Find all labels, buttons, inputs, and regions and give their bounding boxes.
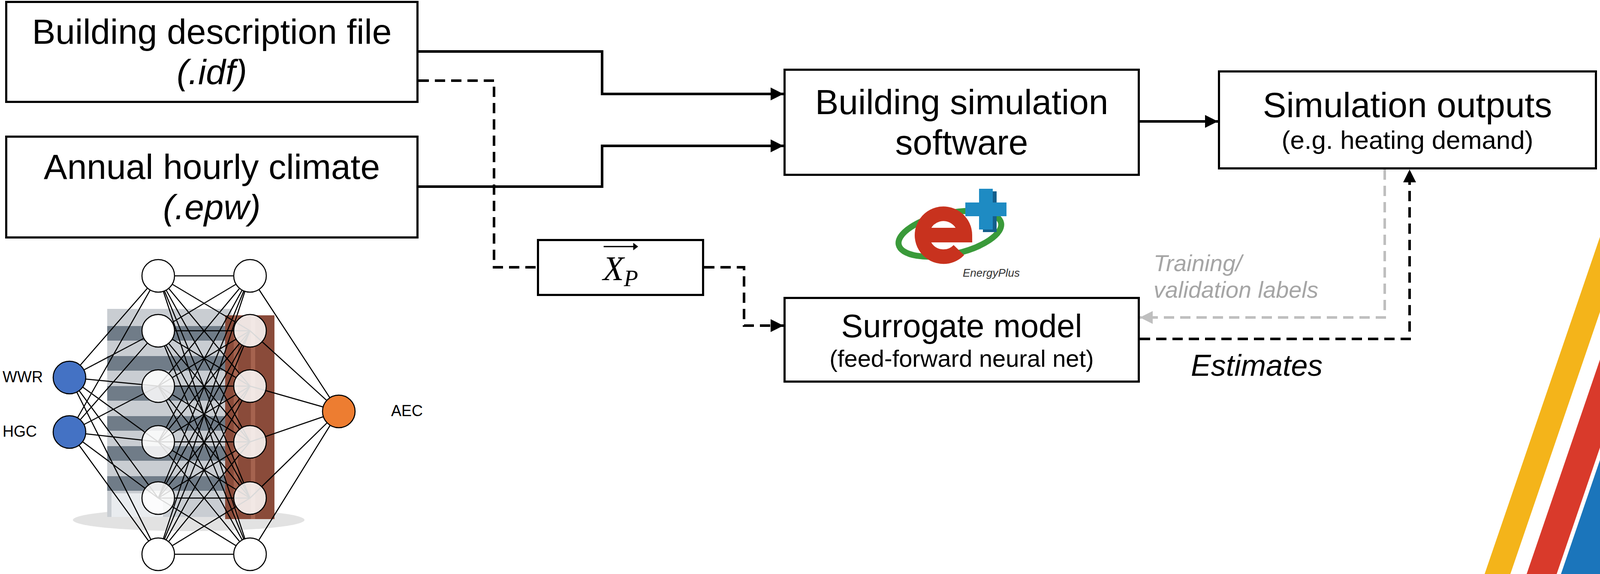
node-title: Building description file [32, 11, 392, 52]
logo-caption: EnergyPlus [962, 266, 1020, 280]
connector [1139, 120, 1218, 123]
node-subtitle: (feed-forward neural net) [829, 344, 1094, 373]
hidden-neuron [233, 259, 267, 293]
node-subtitle: (.epw) [162, 186, 261, 228]
hidden-neuron [233, 314, 267, 347]
hidden-neuron [141, 369, 175, 403]
hidden-neuron [141, 314, 175, 347]
node-subtitle: (e.g. heating demand) [1281, 125, 1534, 155]
hidden-neuron [141, 537, 175, 571]
input-name: HGC [2, 422, 37, 440]
hidden-neuron [233, 481, 267, 515]
network-neurons [53, 259, 356, 571]
input-name: WWR [2, 367, 43, 386]
energyplus-logo [894, 188, 1007, 265]
node-title: Simulation outputs [1262, 84, 1553, 126]
input-neuron [53, 415, 86, 449]
red-stripe [1526, 359, 1600, 574]
vector-arrow [602, 242, 639, 251]
corner-stripes [1484, 236, 1600, 574]
hidden-neuron [141, 259, 175, 293]
connector [418, 145, 784, 187]
yellow-stripe [1484, 236, 1600, 574]
input-neuron [53, 361, 86, 394]
output-neuron [322, 394, 356, 428]
dashed-connector [1139, 169, 1410, 339]
input-file-box: Annual hourly climate(.epw) [5, 135, 419, 239]
hidden-neuron [141, 481, 175, 515]
dashed-connector [1139, 169, 1385, 318]
blue-stripe [1560, 459, 1600, 574]
dashed-connector [418, 80, 537, 268]
hidden-neuron [141, 425, 175, 459]
node-subtitle: (.idf) [176, 51, 248, 93]
hidden-neuron [233, 537, 267, 571]
process-box: Building simulation software [783, 68, 1140, 176]
node-title: Annual hourly climate [43, 146, 380, 187]
output-name: AEC [391, 401, 423, 420]
connector [418, 51, 784, 94]
logo-e [922, 213, 965, 257]
input-file-box: Building description file(.idf) [5, 0, 419, 103]
hidden-neuron [233, 425, 267, 459]
node-title: Building simulation software [795, 81, 1128, 163]
network-links [69, 275, 339, 555]
logo-plus [965, 202, 1007, 217]
edge-label: Estimates [1190, 348, 1323, 383]
hidden-neuron [233, 369, 267, 403]
node-title: Surrogate model [841, 307, 1083, 345]
output-box: Simulation outputs(e.g. heating demand) [1217, 70, 1597, 170]
node-title: XP [602, 249, 639, 292]
parameter-vector-box: XP [536, 238, 705, 296]
dashed-connector [704, 267, 784, 326]
edge-label: Training/ validation labels [1153, 249, 1343, 303]
model-box: Surrogate model(feed-forward neural net) [783, 296, 1140, 383]
